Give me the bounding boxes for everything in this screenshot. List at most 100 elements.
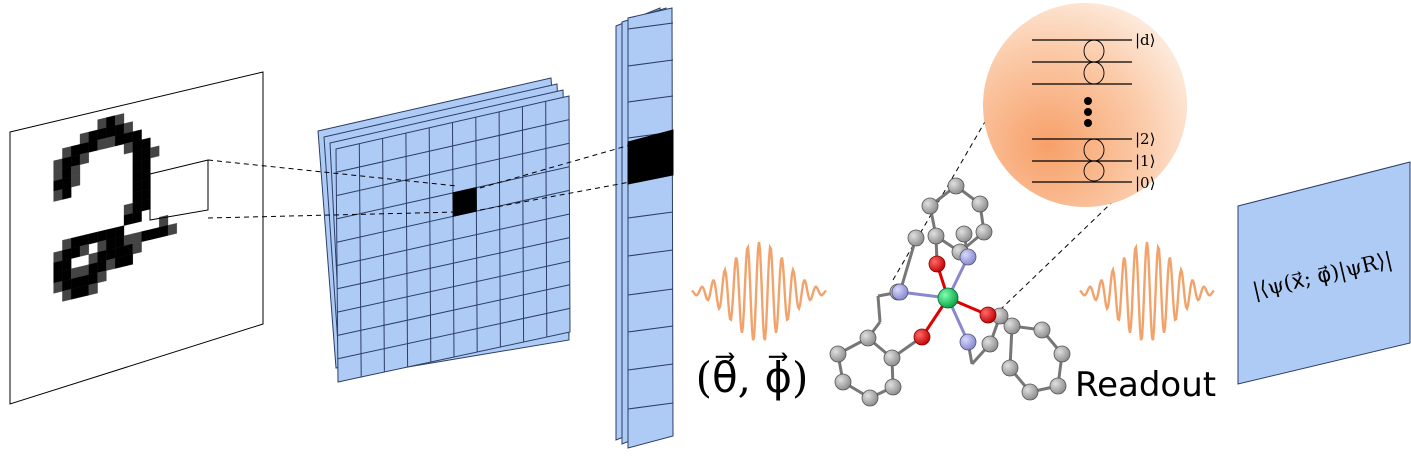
digit-pixel bbox=[71, 174, 81, 188]
carbon-atom bbox=[859, 329, 877, 347]
readout-panel: |⟨ψ(x⃗; φ⃗)|ψR⟩| bbox=[1237, 161, 1411, 385]
level-label-d: |d⟩ bbox=[1135, 31, 1156, 49]
vector-layer bbox=[627, 7, 674, 449]
digit-pixel bbox=[79, 152, 89, 165]
carbon-atom bbox=[829, 345, 847, 363]
digit-pixel bbox=[71, 286, 81, 300]
digit-pixel bbox=[79, 244, 89, 257]
nitrogen-atom bbox=[891, 283, 909, 301]
digit-pixel bbox=[141, 229, 151, 242]
active-vector-cell bbox=[627, 129, 674, 185]
feature-map-stack bbox=[317, 77, 571, 383]
receptive-field-box bbox=[149, 159, 209, 221]
vector-cell-divider bbox=[627, 59, 674, 67]
digit-pixel bbox=[115, 133, 125, 147]
carbon-atom bbox=[834, 373, 852, 391]
energy-level-diagram: |d⟩ |2⟩ |1⟩ |0⟩ bbox=[983, 3, 1187, 207]
digit-pixel bbox=[106, 135, 116, 149]
readout-panel-plane bbox=[1237, 161, 1411, 385]
metal-center-atom bbox=[937, 287, 959, 309]
carbon-atom bbox=[975, 223, 993, 241]
active-feature-cell bbox=[452, 187, 477, 217]
carbon-atom bbox=[907, 229, 925, 247]
readout-label: Readout bbox=[1075, 365, 1216, 405]
energy-level-circle bbox=[983, 3, 1187, 207]
digit-pixel bbox=[97, 270, 107, 284]
handwritten-digit-two-icon bbox=[53, 113, 177, 302]
carbon-atom bbox=[1049, 377, 1067, 395]
digit-pixel bbox=[88, 139, 98, 153]
nitrogen-atom bbox=[959, 248, 977, 266]
digit-pixel bbox=[123, 213, 133, 226]
digit-pixel bbox=[150, 227, 160, 240]
carbon-atom bbox=[1021, 383, 1039, 401]
digit-pixel bbox=[167, 223, 177, 236]
oxygen-atom bbox=[928, 255, 946, 273]
carbon-atom bbox=[981, 335, 999, 353]
level-label-0: |0⟩ bbox=[1135, 174, 1155, 192]
carbon-atom bbox=[1033, 321, 1051, 339]
carbon-atom bbox=[1053, 345, 1071, 363]
digit-pixel bbox=[53, 189, 63, 202]
carbon-atom bbox=[884, 378, 902, 396]
carbon-atom bbox=[861, 389, 879, 407]
digit-pixel bbox=[88, 282, 98, 296]
carbon-atom bbox=[883, 349, 901, 367]
feature-grid-line bbox=[337, 237, 570, 290]
vector-cell-divider bbox=[627, 363, 674, 371]
feature-grid-line bbox=[498, 111, 501, 348]
molecule-bond bbox=[876, 295, 882, 323]
digit-pixel bbox=[141, 198, 151, 212]
feature-grid-line bbox=[521, 106, 525, 343]
feature-grid-line bbox=[337, 284, 570, 336]
input-image bbox=[9, 71, 264, 405]
digit-pixel bbox=[79, 284, 89, 298]
parameters-label: (θ⃗, ϕ⃗) bbox=[696, 352, 809, 402]
vector-cell-divider bbox=[627, 22, 674, 30]
oxygen-atom bbox=[913, 328, 931, 346]
level-label-2: |2⟩ bbox=[1135, 130, 1155, 148]
digit-pixel bbox=[71, 246, 81, 259]
digit-pixel bbox=[132, 211, 142, 224]
carbon-atom bbox=[1003, 317, 1021, 335]
digit-pixel bbox=[106, 258, 116, 271]
molecule-bond bbox=[898, 237, 918, 293]
feature-grid-line bbox=[475, 117, 478, 353]
oxygen-atom bbox=[979, 306, 997, 324]
ellipsis-dots bbox=[1084, 97, 1092, 127]
carbon-atom bbox=[955, 225, 973, 243]
digit-pixel bbox=[132, 241, 142, 255]
readout-pulse-waveform bbox=[1079, 241, 1215, 341]
digit-pixel bbox=[123, 141, 133, 155]
feature-grid-line bbox=[336, 213, 570, 266]
digit-pixel bbox=[53, 280, 63, 294]
nitrogen-atom bbox=[959, 333, 977, 351]
digit-pixel bbox=[97, 137, 107, 151]
digit-pixel bbox=[159, 225, 169, 238]
vector-cell-divider bbox=[627, 325, 674, 333]
feature-grid-line bbox=[545, 101, 548, 338]
digit-pixel bbox=[62, 289, 72, 302]
digit-pixel bbox=[115, 256, 125, 269]
feature-grid-line bbox=[337, 260, 570, 313]
digit-pixel bbox=[150, 145, 160, 159]
carbon-atom bbox=[1001, 359, 1019, 377]
vector-cell-divider bbox=[627, 249, 674, 257]
control-pulse-waveform bbox=[691, 241, 827, 341]
carbon-atom bbox=[947, 177, 965, 195]
vector-cell-divider bbox=[627, 288, 674, 296]
digit-pixel bbox=[123, 253, 133, 267]
carbon-atom bbox=[921, 197, 939, 215]
digit-pixel bbox=[62, 187, 72, 200]
level-label-1: |1⟩ bbox=[1135, 152, 1155, 170]
metal-complex-molecule-icon bbox=[829, 177, 1071, 407]
feature-grid-line bbox=[337, 307, 571, 360]
digit-pixel bbox=[88, 231, 98, 245]
vector-cell-divider bbox=[627, 402, 674, 410]
vector-cell-divider bbox=[627, 95, 674, 103]
vector-cell-divider bbox=[627, 211, 674, 219]
carbon-atom bbox=[971, 195, 989, 213]
carbon-atom bbox=[927, 227, 945, 245]
